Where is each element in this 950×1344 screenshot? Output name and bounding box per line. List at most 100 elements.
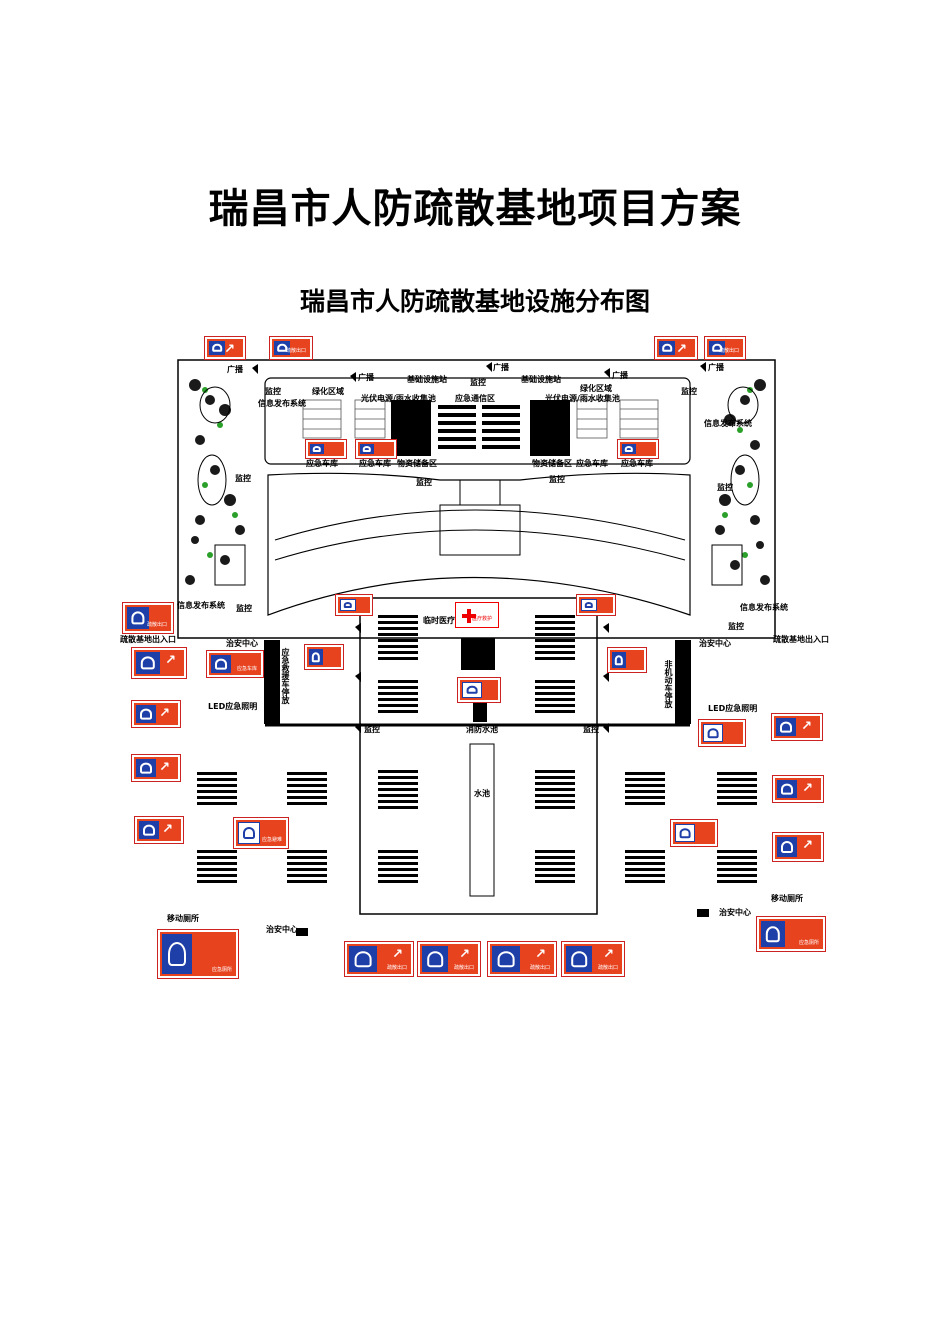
sign-exit: ↗疏散出口 xyxy=(417,941,481,977)
seating-blocks xyxy=(197,615,757,883)
parking-zone xyxy=(264,377,691,465)
sign-exit: ↗ xyxy=(772,832,824,862)
seat-row xyxy=(717,856,757,859)
seat-row xyxy=(197,880,237,883)
sign-parking xyxy=(305,439,347,459)
seat-row xyxy=(378,794,418,797)
label-monitor-7: 监控 xyxy=(717,483,733,492)
seat-row xyxy=(535,639,575,642)
label-parking-right-1: 应急车库 xyxy=(576,459,608,468)
seat-row xyxy=(535,633,575,636)
seat-row xyxy=(378,645,418,648)
seat-row xyxy=(287,862,327,865)
sign-toilet: 应急厕所 xyxy=(756,916,826,952)
seat-row xyxy=(535,782,575,785)
seat-row xyxy=(625,856,665,859)
label-pool: 水池 xyxy=(474,789,490,798)
seat-row xyxy=(197,856,237,859)
label-security-center-right: 治安中心 xyxy=(699,639,731,648)
seat-row xyxy=(378,880,418,883)
label-base-station-right: 基础设施站 xyxy=(521,375,561,384)
seat-row xyxy=(378,657,418,660)
label-emergency-vehicle-right: 非机动车停放 xyxy=(664,660,673,708)
seat-row xyxy=(378,639,418,642)
sign-exit: ↗ xyxy=(131,647,187,679)
seat-row xyxy=(625,868,665,871)
sign-exit: ↗ xyxy=(654,336,698,360)
label-monitor-1: 监控 xyxy=(470,378,486,387)
seat-row xyxy=(378,788,418,791)
label-info-release-left: 信息发布系统 xyxy=(258,399,306,408)
main-building xyxy=(267,472,691,616)
seating-top xyxy=(438,405,520,449)
label-broadcast-4: 广播 xyxy=(612,371,628,380)
seat-row xyxy=(535,806,575,809)
seat-row xyxy=(378,680,418,683)
label-greening-right: 绿化区域 xyxy=(580,384,612,393)
seat-row xyxy=(625,784,665,787)
sign-exit: ↗ xyxy=(204,336,246,360)
seat-row xyxy=(287,850,327,853)
storage-block-right xyxy=(530,400,570,456)
seat-row xyxy=(717,796,757,799)
seat-row xyxy=(535,692,575,695)
seat-row xyxy=(378,698,418,701)
seat-row xyxy=(197,862,237,865)
seat-row xyxy=(197,874,237,877)
label-base-station-left: 基础设施站 xyxy=(407,375,447,384)
sign-exit: 疏散出口 xyxy=(704,336,746,360)
sign-water xyxy=(335,594,373,616)
seat-row xyxy=(535,874,575,877)
label-water-collection-right: 光伏电源/雨水收集池 xyxy=(545,394,620,403)
label-monitor-10: 监控 xyxy=(364,725,380,734)
seat-row xyxy=(378,686,418,689)
seat-row xyxy=(287,868,327,871)
seat-row xyxy=(535,645,575,648)
evac-bar-right xyxy=(675,640,691,724)
sign-medical: 医疗救护 xyxy=(455,602,499,628)
label-storage-right: 物资储备区 xyxy=(532,459,572,468)
sign-exit: ↗ xyxy=(131,754,181,782)
seat-row xyxy=(378,704,418,707)
seat-row xyxy=(535,770,575,773)
sign-exit: ↗疏散出口 xyxy=(487,941,557,977)
seat-row xyxy=(378,710,418,713)
seat-row xyxy=(535,880,575,883)
label-evac-entrance-right: 疏散基地出入口 xyxy=(773,635,829,644)
seat-row xyxy=(378,692,418,695)
parking-stalls xyxy=(302,399,659,439)
label-storage-left: 物资储备区 xyxy=(397,459,437,468)
label-monitor-11: 监控 xyxy=(583,725,599,734)
seat-row xyxy=(535,621,575,624)
sign-water xyxy=(698,719,746,747)
seat-row xyxy=(625,778,665,781)
seat-row xyxy=(717,880,757,883)
sign-shelter xyxy=(670,819,718,847)
seat-row xyxy=(197,868,237,871)
seat-row xyxy=(717,874,757,877)
seat-row xyxy=(287,784,327,787)
seat-row xyxy=(625,862,665,865)
sign-toilet: 应急厕所 xyxy=(157,929,239,979)
label-emergency-comm: 应急通信区 xyxy=(455,394,495,403)
label-led-left: LED应急照明 xyxy=(208,702,258,711)
seat-row xyxy=(625,772,665,775)
label-monitor-6: 监控 xyxy=(235,474,251,483)
seat-row xyxy=(625,880,665,883)
security-marker-right xyxy=(697,909,709,917)
sign-exit: ↗ xyxy=(131,700,181,728)
sign-parking xyxy=(355,439,397,459)
label-security-center-left: 治安中心 xyxy=(226,639,258,648)
seat-row xyxy=(625,796,665,799)
label-monitor-8: 监控 xyxy=(236,604,252,613)
sign-exit: ↗ xyxy=(771,713,823,741)
sign-toilet xyxy=(607,647,647,673)
label-info-release-right: 信息发布系统 xyxy=(704,419,752,428)
seat-row xyxy=(378,633,418,636)
seat-row xyxy=(197,772,237,775)
storage-block-left xyxy=(391,400,431,456)
label-led-right: LED应急照明 xyxy=(708,704,758,713)
seat-row xyxy=(378,615,418,618)
seat-row xyxy=(197,784,237,787)
